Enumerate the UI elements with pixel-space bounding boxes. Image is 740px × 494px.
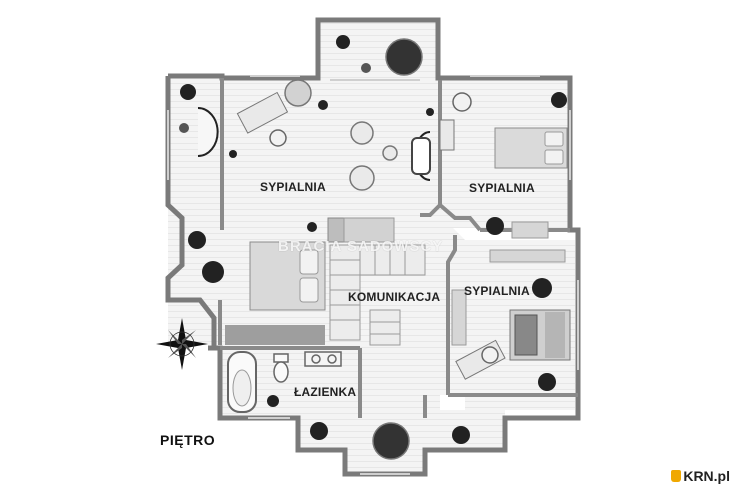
windows <box>167 75 579 475</box>
floor-label: PIĘTRO <box>160 432 216 448</box>
bathtub-icon <box>227 351 257 413</box>
sofa <box>197 107 431 181</box>
room-label-bedroom-right-bottom: SYPIALNIA <box>464 284 530 298</box>
compass-rose-icon <box>156 318 208 370</box>
brand-logo: KRN.pl <box>671 468 730 484</box>
exterior-walls <box>165 17 581 477</box>
chair-icon <box>269 92 499 364</box>
toilet-icon <box>273 353 289 383</box>
staircase-icon <box>327 217 426 346</box>
room-label-hall: KOMUNIKACJA <box>348 290 441 304</box>
sink-icon <box>304 351 342 367</box>
bed-icon <box>225 241 326 345</box>
brand-name: KRN.pl <box>683 468 730 484</box>
cabinet <box>451 221 566 346</box>
bed-icon <box>509 309 571 361</box>
room-label-bedroom-left: SYPIALNIA <box>260 180 326 194</box>
plant-icon <box>179 35 567 444</box>
room-label-bathroom: ŁAZIENKA <box>294 385 357 399</box>
house-icon <box>671 470 682 482</box>
room-label-bedroom-right-top: SYPIALNIA <box>469 181 535 195</box>
watermark: BRACIA SADOWSCY <box>278 238 444 255</box>
coffee-table <box>284 38 423 460</box>
bed-icon <box>494 127 568 169</box>
